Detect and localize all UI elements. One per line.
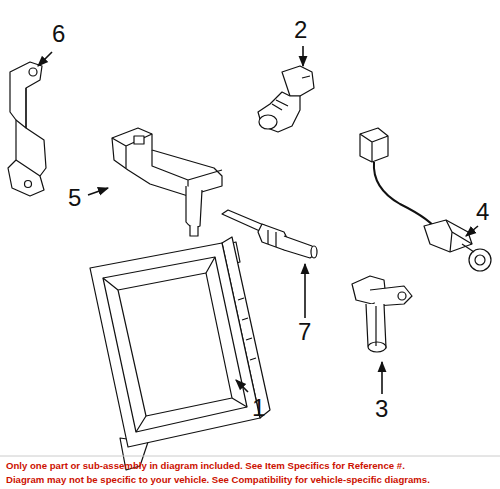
callout-number: 5 [68, 186, 81, 210]
callout-number: 1 [252, 396, 265, 420]
callout-number: 2 [294, 18, 307, 42]
footer-rule [0, 456, 500, 457]
crankshaft-sensor [352, 276, 412, 352]
camshaft-sensor [258, 66, 314, 132]
temperature-sensor [222, 210, 317, 258]
footer-note: Diagram may not be specific to your vehi… [6, 475, 430, 485]
footer-note: Only one part or sub-assembly in diagram… [6, 461, 405, 471]
callout-number: 7 [298, 320, 311, 344]
callout-number: 6 [52, 22, 65, 46]
bracket [8, 62, 46, 196]
leader-lines [38, 46, 478, 394]
callout-number: 3 [375, 397, 388, 421]
callout-number: 4 [476, 200, 489, 224]
knock-sensor [360, 128, 491, 271]
ignition-coil [112, 128, 222, 236]
engine-control-module [90, 237, 270, 470]
